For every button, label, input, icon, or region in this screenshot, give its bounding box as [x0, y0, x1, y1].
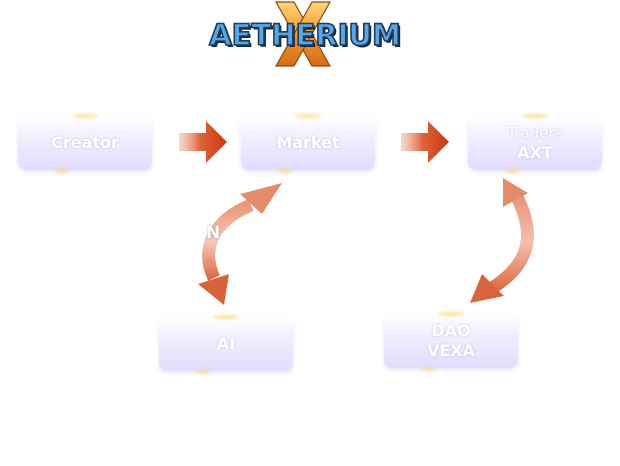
node-ai-label: AI — [216, 334, 236, 353]
node-glow — [438, 312, 464, 316]
node-glow — [295, 114, 321, 118]
logo-x-icon — [274, 1, 332, 67]
cycle-label: N — [206, 223, 221, 243]
node-creator-label: Creator — [51, 133, 119, 152]
node-ai: AI — [159, 315, 293, 374]
node-traders-label: Traders — [507, 124, 563, 142]
node-market-label: Market — [276, 133, 340, 152]
node-glow — [505, 169, 519, 173]
node-dao-label: DAO — [431, 321, 471, 340]
node-glow — [213, 315, 239, 319]
node-glow — [278, 169, 292, 173]
node-dao: DAO VEXA — [384, 312, 518, 371]
node-traders: Traders AXT — [468, 114, 602, 173]
node-creator: Creator — [18, 114, 152, 173]
node-glow — [421, 367, 435, 371]
node-glow — [55, 169, 69, 173]
node-traders-sublabel: AXT — [517, 143, 553, 162]
node-glow — [72, 114, 98, 118]
logo-wordmark: AETHERIUM — [208, 17, 401, 53]
node-dao-sublabel: VEXA — [426, 341, 476, 360]
node-glow — [196, 370, 210, 374]
arrow-creator-to-market — [179, 121, 227, 163]
arrow-market-ai-cycle — [198, 183, 282, 305]
arrow-traders-dao-cycle — [470, 178, 534, 303]
node-market: Market — [241, 114, 375, 173]
arrow-market-to-traders — [401, 121, 449, 163]
node-glow — [522, 114, 548, 118]
